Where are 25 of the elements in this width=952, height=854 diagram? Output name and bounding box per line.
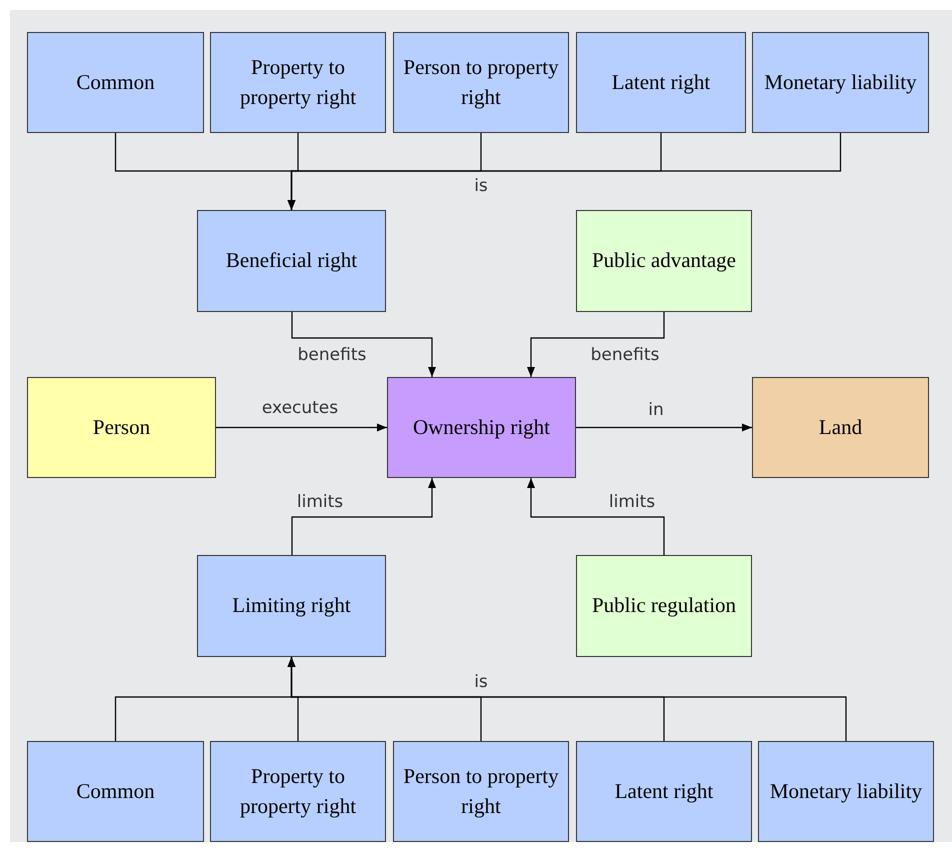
concept-box: Beneficial right — [197, 210, 386, 312]
arrow — [527, 478, 665, 555]
concept-box: Monetary liability — [752, 32, 929, 133]
arrow — [527, 312, 665, 377]
arrow — [288, 657, 847, 741]
arrow — [216, 424, 387, 432]
concept-box: Person to property right — [393, 32, 569, 133]
concept-box: Common — [27, 32, 204, 133]
concept-box: Property to property right — [210, 741, 386, 842]
concept-box: Public regulation — [576, 555, 752, 657]
concept-box: Person to property right — [393, 741, 569, 842]
arrow — [576, 424, 752, 432]
concept-box: Latent right — [576, 741, 752, 842]
concept-box: Public advantage — [576, 210, 752, 312]
concept-box: Common — [27, 741, 204, 842]
concept-box: Property to property right — [210, 32, 386, 133]
arrow — [291, 478, 436, 555]
concept-box: Land — [752, 377, 929, 478]
concept-box: Ownership right — [387, 377, 576, 478]
arrow — [291, 312, 436, 377]
arrow — [288, 133, 842, 210]
concept-box: Latent right — [576, 32, 746, 133]
concept-box: Limiting right — [197, 555, 386, 657]
concept-box: Monetary liability — [758, 741, 934, 842]
concept-box: Person — [27, 377, 216, 478]
